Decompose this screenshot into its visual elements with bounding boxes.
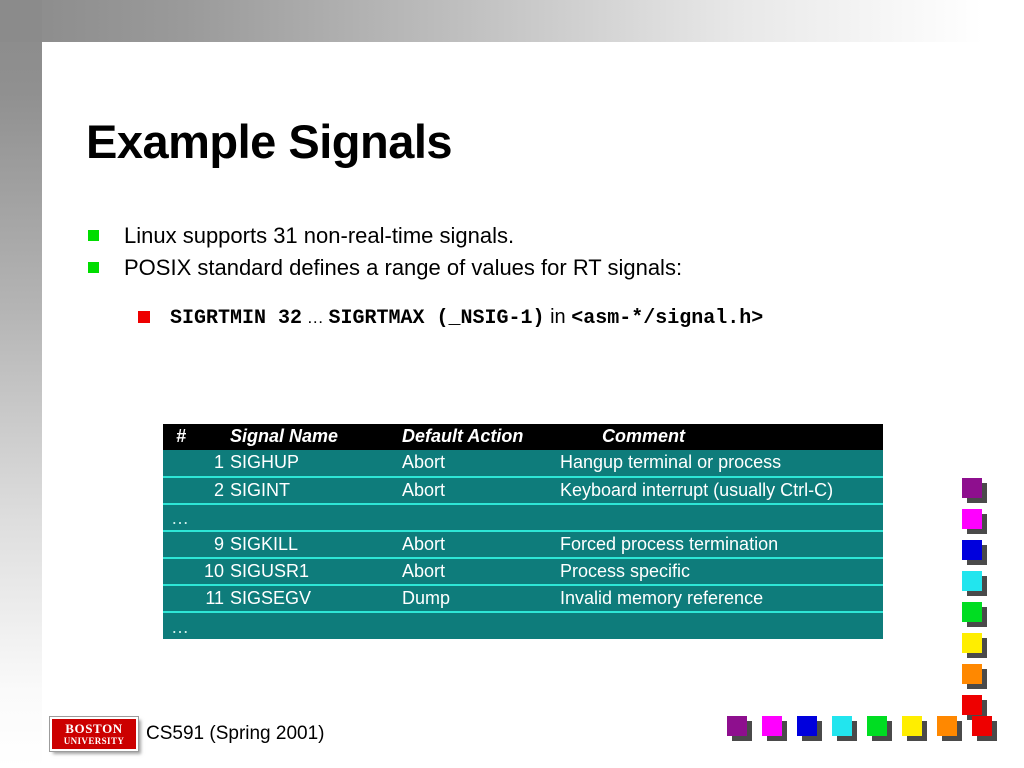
- square-swatch: [902, 716, 922, 736]
- bullet-item-1-label: Linux supports 31 non-real-time signals.: [124, 223, 515, 248]
- table-row: 11 SIGSEGV Dump Invalid memory reference: [163, 585, 883, 612]
- decorative-square-column-6: [962, 633, 987, 658]
- table-row: 9 SIGKILL Abort Forced process terminati…: [163, 531, 883, 558]
- table-row: 2 SIGINT Abort Keyboard interrupt (usual…: [163, 477, 883, 504]
- table-header-row: # Signal Name Default Action Comment: [163, 424, 883, 450]
- table-header-signal-name: Signal Name: [230, 425, 339, 446]
- decorative-square-column-3: [962, 540, 987, 565]
- decorative-square-column-4: [962, 571, 987, 596]
- cell-default-action: Abort: [402, 560, 446, 581]
- decorative-square-column-2: [962, 509, 987, 534]
- table-header-default-action: Default Action: [402, 425, 524, 446]
- top-gradient-band: [0, 0, 1024, 42]
- table-row-ellipsis: …: [163, 612, 883, 639]
- cell-comment: Forced process termination: [560, 533, 779, 554]
- cell-default-action: Abort: [402, 452, 446, 472]
- cell-default-action: Abort: [402, 533, 446, 554]
- square-swatch: [962, 571, 982, 591]
- page-title: Example Signals: [86, 115, 453, 168]
- cell-number: 2: [213, 479, 224, 500]
- cell-ellipsis: …: [171, 508, 189, 528]
- decorative-square-column-8: [962, 695, 987, 720]
- cell-number: 1: [213, 452, 224, 472]
- square-swatch: [962, 633, 982, 653]
- decorative-square-row-6: [902, 716, 927, 741]
- cell-signal-name: SIGSEGV: [230, 587, 312, 608]
- footer-course-label: CS591 (Spring 2001): [146, 723, 325, 744]
- decorative-square-row-1: [727, 716, 752, 741]
- cell-number: 11: [205, 587, 224, 608]
- logo-line-university: UNIVERSITY: [63, 736, 125, 746]
- cell-ellipsis: …: [171, 617, 189, 637]
- square-swatch: [727, 716, 747, 736]
- corner-block: [0, 0, 42, 42]
- square-swatch: [762, 716, 782, 736]
- decorative-square-column-5: [962, 602, 987, 627]
- cell-signal-name: SIGINT: [230, 479, 291, 500]
- code-sigrtmin: SIGRTMIN 32: [170, 307, 303, 330]
- square-swatch: [867, 716, 887, 736]
- connector-word: in: [550, 306, 566, 328]
- green-square-bullet-icon: [88, 230, 99, 241]
- decorative-square-column-1: [962, 478, 987, 503]
- table-row: 10 SIGUSR1 Abort Process specific: [163, 558, 883, 585]
- signals-table: # Signal Name Default Action Comment 1 S…: [163, 424, 883, 639]
- decorative-square-row-4: [832, 716, 857, 741]
- sub-bullet-item: SIGRTMIN 32 … SIGRTMAX (_NSIG-1) in <asm…: [138, 303, 898, 333]
- code-header-path: <asm-*/signal.h>: [571, 307, 764, 330]
- square-swatch: [962, 478, 982, 498]
- square-swatch: [962, 540, 982, 560]
- decorative-square-row-2: [762, 716, 787, 741]
- square-swatch: [797, 716, 817, 736]
- table-row-ellipsis: …: [163, 504, 883, 531]
- logo-line-boston: BOSTON: [65, 721, 123, 736]
- cell-signal-name: SIGHUP: [230, 452, 300, 472]
- decorative-square-column-7: [962, 664, 987, 689]
- square-swatch: [832, 716, 852, 736]
- sub-bullet-label: SIGRTMIN 32 … SIGRTMAX (_NSIG-1) in <asm…: [170, 303, 763, 333]
- table-header-comment: Comment: [602, 425, 686, 446]
- square-swatch: [962, 695, 982, 715]
- cell-signal-name: SIGUSR1: [230, 560, 310, 581]
- boston-university-logo: BOSTON UNIVERSITY: [50, 717, 138, 751]
- cell-default-action: Dump: [402, 587, 451, 608]
- square-swatch: [962, 509, 982, 529]
- square-swatch: [962, 602, 982, 622]
- square-swatch: [937, 716, 957, 736]
- bullet-item-2: POSIX standard defines a range of values…: [88, 254, 682, 282]
- decorative-square-row-3: [797, 716, 822, 741]
- red-square-bullet-icon: [138, 311, 150, 323]
- cell-number: 10: [203, 560, 224, 581]
- cell-comment: Process specific: [560, 560, 691, 581]
- cell-comment: Hangup terminal or process: [560, 452, 782, 472]
- cell-comment: Keyboard interrupt (usually Ctrl-C): [560, 479, 834, 500]
- square-swatch: [972, 716, 992, 736]
- decorative-square-row-7: [937, 716, 962, 741]
- cell-comment: Invalid memory reference: [560, 587, 764, 608]
- cell-default-action: Abort: [402, 479, 446, 500]
- left-gradient-band: [0, 0, 42, 768]
- bullet-item-2-label: POSIX standard defines a range of values…: [124, 255, 683, 280]
- code-ellipsis: …: [306, 308, 324, 327]
- table-header-number: #: [176, 425, 187, 446]
- bullet-item-1: Linux supports 31 non-real-time signals.: [88, 222, 514, 250]
- green-square-bullet-icon: [88, 262, 99, 273]
- slide-content-area: [42, 42, 1024, 768]
- code-sigrtmax: SIGRTMAX (_NSIG-1): [328, 307, 545, 330]
- table-row: 1 SIGHUP Abort Hangup terminal or proces…: [163, 450, 883, 477]
- cell-signal-name: SIGKILL: [230, 533, 299, 554]
- decorative-square-row-5: [867, 716, 892, 741]
- decorative-square-row-8: [972, 716, 997, 741]
- square-swatch: [962, 664, 982, 684]
- cell-number: 9: [213, 533, 224, 554]
